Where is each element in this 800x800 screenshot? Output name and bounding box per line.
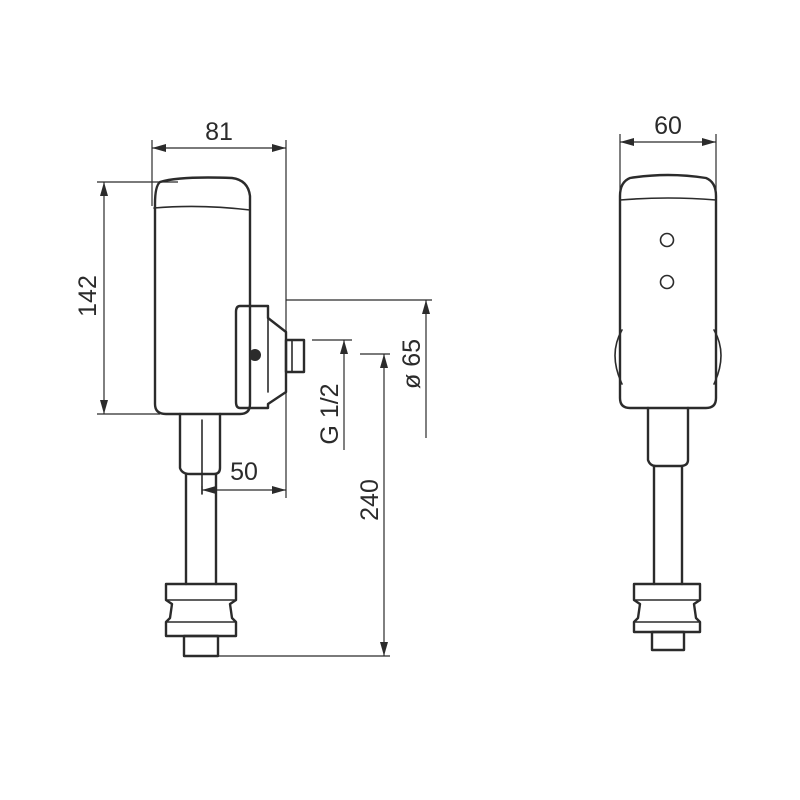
dia-label: ø 65 (398, 339, 426, 389)
dim142-label: 142 (74, 275, 102, 317)
sensor-dot-upper-icon (659, 232, 675, 248)
side-coupling-block (234, 304, 288, 410)
front-body-housing (618, 173, 718, 410)
dimension-width-side: 81 (151, 118, 287, 498)
side-view (153, 176, 306, 658)
dim50-label: 50 (230, 458, 258, 486)
thread-arrow (340, 340, 348, 354)
sensor-dot-lower-icon (659, 274, 675, 290)
front-neck (646, 406, 690, 468)
dim142-arrow-bottom (100, 400, 108, 414)
dim50-arrow-left (202, 486, 216, 494)
front-outlet-tail (650, 630, 686, 652)
side-outlet-tail (182, 634, 220, 658)
dia-arrow (422, 300, 430, 314)
dimension-offset-outlet: 50 (201, 458, 286, 494)
dim240-arrow-top (380, 354, 388, 368)
dim81-label: 81 (205, 118, 233, 146)
dimension-diameter: ø 65 (286, 299, 432, 438)
dim50-arrow-right (272, 486, 286, 494)
dim81-arrow-right (272, 144, 286, 152)
dimension-total-height: 240 (218, 353, 390, 657)
side-body-housing (153, 176, 252, 416)
front-view (614, 173, 722, 652)
side-cap-line (153, 205, 251, 211)
side-nut (164, 582, 238, 638)
dim81-arrow-left (152, 144, 166, 152)
dimension-thread: G 1/2 (312, 339, 352, 450)
dimension-height-body: 142 (74, 181, 178, 415)
front-cap-line (619, 197, 717, 201)
thread-label: G 1/2 (316, 383, 344, 444)
dim142-arrow-top (100, 182, 108, 196)
dim240-label: 240 (356, 479, 384, 521)
front-nut (632, 582, 702, 634)
dim60-label: 60 (654, 112, 682, 140)
side-neck (178, 412, 222, 476)
dim60-arrow-left (620, 138, 634, 146)
side-screw (249, 349, 261, 361)
dimension-width-front: 60 (619, 112, 717, 190)
front-pipe (652, 464, 684, 586)
side-thread-stub (284, 338, 306, 374)
dim240-arrow-bottom (380, 642, 388, 656)
dim60-arrow-right (702, 138, 716, 146)
